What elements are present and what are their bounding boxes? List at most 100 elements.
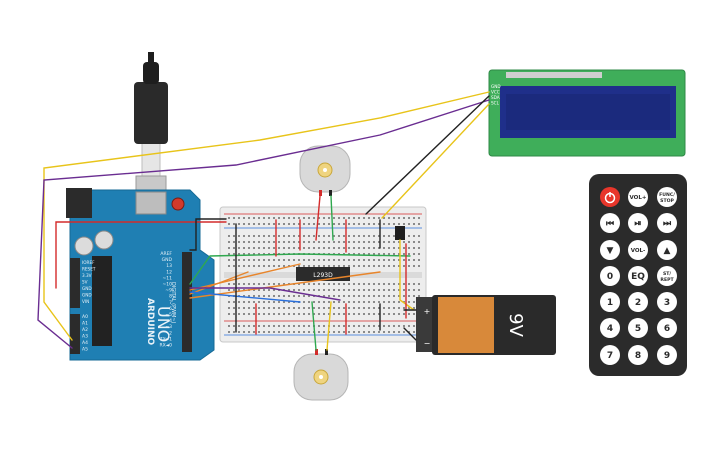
breadboard-holes xyxy=(228,217,420,333)
wire-red-5v xyxy=(55,221,227,289)
remote-button-label: 3 xyxy=(664,298,670,308)
digital-pin-label: 2 xyxy=(169,330,172,336)
remote-button-label: 5 xyxy=(635,324,641,334)
fast-forward-icon: ⏭ xyxy=(663,219,672,229)
arduino-model: UNO xyxy=(154,306,173,342)
remote-button-six[interactable]: 6 xyxy=(657,318,677,338)
remote-button-eq[interactable]: EQ xyxy=(628,266,648,286)
remote-button-label: VOL+ xyxy=(630,195,647,201)
power-pin-label: RESET xyxy=(82,267,96,272)
remote-button-play-pause[interactable]: ⏯ xyxy=(628,213,648,233)
remote-button-down[interactable]: ▼ xyxy=(600,240,620,260)
wire-battery xyxy=(403,309,417,341)
play-pause-icon: ⏯ xyxy=(634,219,641,229)
remote-button-label: 1 xyxy=(607,298,613,308)
arduino-brand: ARDUINO xyxy=(145,298,155,346)
remote-button-label: 0 xyxy=(607,272,613,282)
remote-button-three[interactable]: 3 xyxy=(657,292,677,312)
analog-pin-label: A0 xyxy=(82,314,88,320)
power-pin-label: IOREF xyxy=(82,260,95,265)
digital-pin-label: RX◄0 xyxy=(159,343,172,349)
push-button xyxy=(395,226,405,240)
battery-minus: − xyxy=(424,339,431,348)
wire-orange-2 xyxy=(189,271,249,295)
remote-button-label: REPT xyxy=(660,277,674,283)
remote-button-label: 8 xyxy=(635,351,641,361)
remote-button-label: 2 xyxy=(635,298,641,308)
lcd-pin-label: GND xyxy=(491,84,501,89)
analog-pin-label: A3 xyxy=(82,334,88,340)
remote-button-eight[interactable]: 8 xyxy=(628,345,648,365)
power-pin-label: GND xyxy=(82,293,92,298)
wire-yellow-lcd-2 xyxy=(381,103,490,219)
remote-button-fast-forward[interactable]: ⏭ xyxy=(657,213,677,233)
digital-pin-label: GND xyxy=(162,257,173,263)
digital-pin-label: AREF xyxy=(160,251,172,257)
remote-button-power[interactable] xyxy=(600,187,620,207)
digital-pin-label: ~5 xyxy=(165,312,172,318)
battery-9v: 9V + − xyxy=(416,295,556,355)
digital-pin-label: ~10 xyxy=(163,282,173,288)
analog-pin-label: A5 xyxy=(82,347,88,353)
up-icon: ▲ xyxy=(664,246,671,256)
remote-button-st-rept[interactable]: ST/REPT xyxy=(657,266,677,286)
battery-label: 9V xyxy=(505,313,526,337)
digital-pin-label: ~6 xyxy=(165,306,172,312)
remote-button-label: STOP xyxy=(660,198,674,204)
remote-button-label: ST/ xyxy=(663,271,671,277)
remote-button-func-stop[interactable]: FUNC/STOP xyxy=(657,187,677,207)
wires xyxy=(37,91,490,351)
remote-button-label: 4 xyxy=(607,324,613,334)
power-jack xyxy=(66,188,92,218)
wire-purple-signal xyxy=(189,287,341,301)
remote-button-label: FUNC/ xyxy=(659,192,675,198)
remote-button-label: 7 xyxy=(607,351,613,361)
digital-pin-label: TX►1 xyxy=(159,336,172,342)
wire-yellow-button xyxy=(399,239,415,311)
wire-red-motor-top xyxy=(315,195,321,241)
remote-button-rewind[interactable]: ⏮ xyxy=(600,213,620,233)
power-header xyxy=(70,258,80,308)
digital-section-label: DIGITAL (PWM~) xyxy=(170,282,176,324)
down-icon: ▼ xyxy=(607,246,614,256)
remote-button-two[interactable]: 2 xyxy=(628,292,648,312)
reset-button xyxy=(171,197,185,211)
usb-cable xyxy=(134,52,168,213)
digital-header xyxy=(182,252,192,352)
remote-button-five[interactable]: 5 xyxy=(628,318,648,338)
analog-pin-label: A1 xyxy=(82,321,88,327)
wire-yellow-motor-bottom xyxy=(326,301,332,351)
wire-black-gnd xyxy=(189,218,227,251)
digital-pin-label: ~3 xyxy=(165,324,172,330)
remote-button-vol-down[interactable]: VOL- xyxy=(628,240,648,260)
wire-blue-signal xyxy=(189,291,301,303)
remote-button-vol-up[interactable]: VOL+ xyxy=(628,187,648,207)
wire-green-motor-bottom xyxy=(311,301,317,351)
digital-pin-label: ~11 xyxy=(163,275,173,281)
lcd-pin-label: SCL xyxy=(491,101,500,106)
analog-pin-label: A2 xyxy=(82,327,88,333)
digital-pin-label: ~9 xyxy=(165,288,172,294)
remote-button-four[interactable]: 4 xyxy=(600,318,620,338)
digital-pin-label: 8 xyxy=(169,294,172,300)
wire-yellow-lcd xyxy=(43,91,490,341)
digital-pin-label: 4 xyxy=(169,318,172,324)
dc-motor-top xyxy=(299,145,351,196)
remote-button-label: 6 xyxy=(664,324,670,334)
remote-button-one[interactable]: 1 xyxy=(600,292,620,312)
remote-button-seven[interactable]: 7 xyxy=(600,345,620,365)
battery-plus: + xyxy=(424,307,431,316)
wire-green-motor-top xyxy=(330,195,334,241)
remote-button-zero[interactable]: 0 xyxy=(600,266,620,286)
analog-pin-label: A4 xyxy=(82,340,88,346)
arduino-board: ARDUINO UNO DIGITAL (PWM~) AREFGND1312~1… xyxy=(66,188,215,361)
power-pin-label: 3.3V xyxy=(82,273,92,278)
digital-pin-label: 12 xyxy=(166,269,172,275)
wire-black-lcd xyxy=(365,95,490,215)
remote-button-nine[interactable]: 9 xyxy=(657,345,677,365)
remote-button-up[interactable]: ▲ xyxy=(657,240,677,260)
remote-buttons: VOL+ FUNC/STOP ⏮ ⏯ ⏭ ▼ VOL- ▲ 0 EQ ST/REPT 1 2 3 4 5 6 7 8… xyxy=(600,187,677,365)
